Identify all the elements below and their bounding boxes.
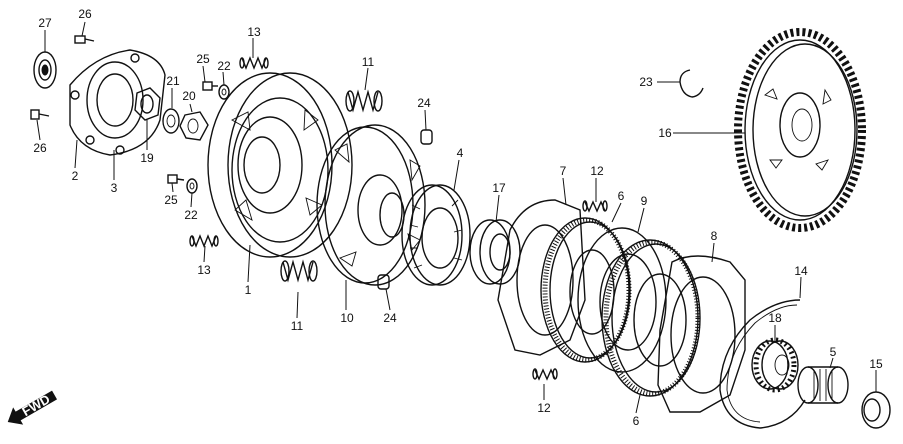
housing-2 <box>69 49 166 156</box>
callout-6-top: 6 <box>618 189 625 203</box>
collar-17 <box>469 219 521 285</box>
one-way-clutch-4 <box>401 184 471 286</box>
bolt-25-lower <box>167 174 185 184</box>
callout-10: 10 <box>340 311 354 325</box>
callout-11-lower: 11 <box>291 319 304 333</box>
callout-19: 19 <box>140 151 154 165</box>
nut-19 <box>134 87 161 121</box>
callout-12-lower: 12 <box>537 401 551 415</box>
leader-lines <box>36 21 877 414</box>
callout-labels: 27 26 13 25 22 11 21 20 24 19 2 3 26 25 … <box>33 7 883 428</box>
callout-18: 18 <box>768 311 782 325</box>
callout-8: 8 <box>711 229 718 243</box>
snap-ring-23 <box>679 69 704 98</box>
driven-gear-16 <box>734 28 866 232</box>
callout-25-lower: 25 <box>164 193 178 207</box>
spring-11-upper <box>345 89 383 113</box>
callout-14: 14 <box>794 264 808 278</box>
callout-21: 21 <box>166 74 180 88</box>
callout-9: 9 <box>641 194 648 208</box>
spring-13-upper <box>239 56 269 70</box>
bolt-25-upper <box>202 81 218 91</box>
clutch-outer-1 <box>207 72 353 258</box>
fwd-arrow-icon <box>7 390 58 425</box>
bearing-27 <box>33 51 57 89</box>
pin-24-upper <box>420 129 433 145</box>
callout-11-top: 11 <box>362 55 375 69</box>
callout-13-lower: 13 <box>197 263 211 277</box>
spring-13-lower <box>189 234 219 248</box>
needle-bearing-5 <box>797 366 849 404</box>
bolt-26-top <box>74 35 95 44</box>
friction-disc-6-back <box>540 217 632 363</box>
callout-26-left: 26 <box>33 141 47 155</box>
snap-ring-14 <box>719 299 806 429</box>
callout-24-lower: 24 <box>383 311 397 325</box>
washer-22-lower <box>186 178 198 194</box>
callout-2: 2 <box>72 169 79 183</box>
callout-6-lower: 6 <box>633 414 640 428</box>
callout-23: 23 <box>639 75 653 89</box>
washer-21 <box>162 108 180 134</box>
end-plate-8 <box>657 255 746 413</box>
callout-20: 20 <box>182 89 196 103</box>
bolt-26-left <box>30 109 50 120</box>
callout-15: 15 <box>869 357 883 371</box>
callout-24-top: 24 <box>417 96 431 110</box>
gear-18 <box>751 337 799 393</box>
callout-25-top: 25 <box>196 52 210 66</box>
spring-11-lower <box>280 259 318 283</box>
callout-16: 16 <box>658 126 672 140</box>
spring-12-upper <box>582 200 608 213</box>
washer-15 <box>861 391 891 429</box>
callout-26-top: 26 <box>78 7 92 21</box>
friction-disc-6-front <box>601 239 701 397</box>
callout-7: 7 <box>560 164 567 178</box>
callout-12-top: 12 <box>590 164 604 178</box>
callout-27: 27 <box>38 16 52 30</box>
callout-3: 3 <box>111 181 118 195</box>
callout-5: 5 <box>830 345 837 359</box>
drive-plate-10 <box>316 124 426 286</box>
callout-22-lower: 22 <box>184 208 198 222</box>
callout-13-top: 13 <box>247 25 261 39</box>
spring-12-lower <box>532 368 558 381</box>
callout-4: 4 <box>457 146 464 160</box>
callout-1: 1 <box>245 283 252 297</box>
callout-17: 17 <box>492 181 506 195</box>
callout-22-top: 22 <box>217 59 231 73</box>
lock-washer-20 <box>179 111 209 141</box>
fwd-arrow: FWD <box>7 390 58 425</box>
